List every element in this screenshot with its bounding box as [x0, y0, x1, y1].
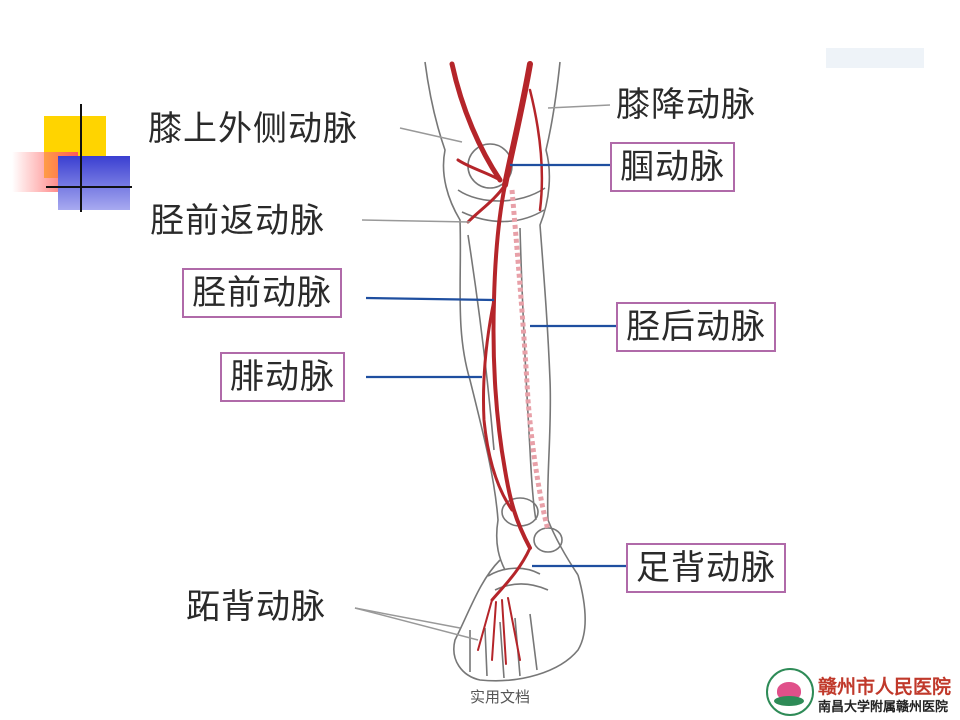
leg-outline — [424, 61, 587, 682]
label-anterior-tibial-recurrent: 胫前返动脉 — [150, 201, 325, 241]
label-dorsalis-pedis: 足背动脉 — [626, 543, 786, 593]
hospital-name: 赣州市人民医院 — [818, 676, 952, 698]
hospital-subtitle: 南昌大学附属赣州医院 — [818, 700, 949, 715]
label-genu-descending: 膝降动脉 — [616, 85, 756, 125]
label-posterior-tibial: 胫后动脉 — [616, 302, 776, 352]
label-dorsal-metatarsal: 跖背动脉 — [186, 587, 326, 627]
label-anterior-tibial: 胫前动脉 — [182, 268, 342, 318]
leader-lines-gray — [354, 104, 611, 641]
label-genu-superior-lateral: 膝上外侧动脉 — [148, 109, 358, 149]
posterior-tibial-dashed — [509, 189, 551, 531]
label-peroneal: 腓动脉 — [220, 352, 345, 402]
leader-lines-blue — [365, 163, 626, 568]
deco-vertical-line — [80, 104, 82, 212]
footer-caption: 实用文档 — [470, 688, 531, 706]
hospital-logo-icon — [766, 668, 814, 716]
label-popliteal: 腘动脉 — [610, 142, 735, 192]
deco-horizontal-line — [46, 186, 132, 188]
deco-blue-square — [58, 156, 130, 210]
artery-paths — [449, 61, 544, 665]
